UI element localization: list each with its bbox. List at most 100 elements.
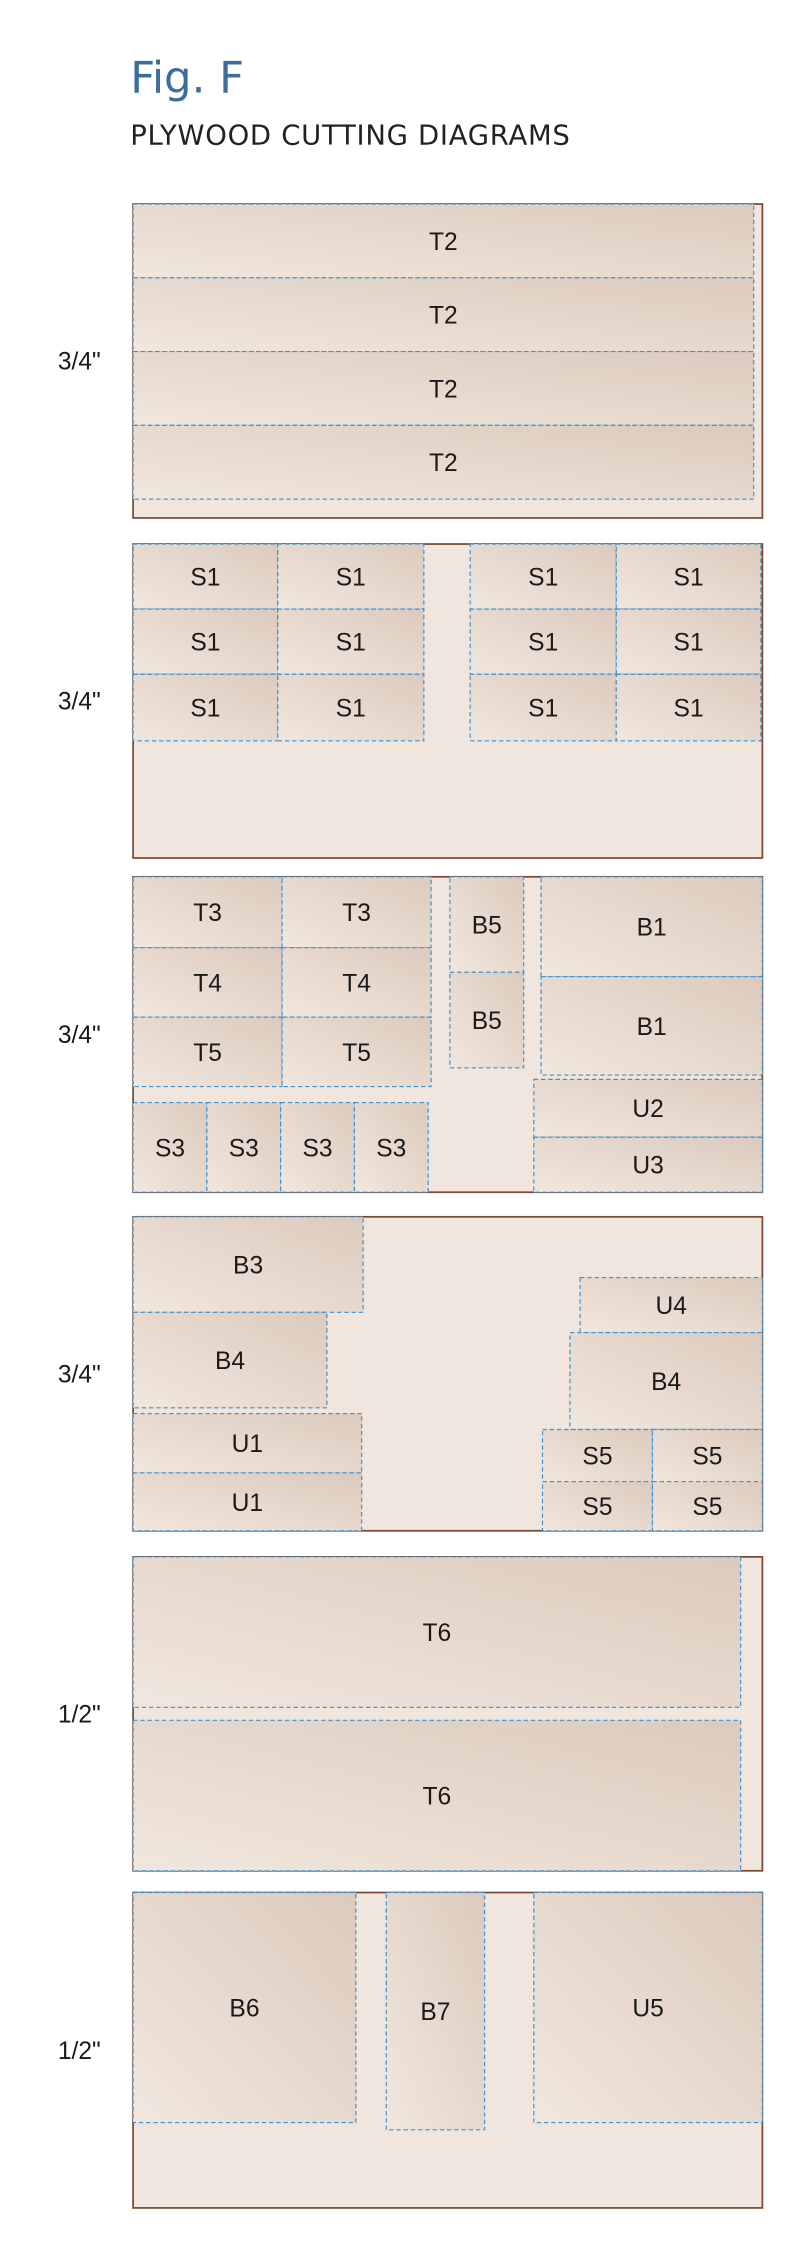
piece-outline [353,1101,429,1193]
cut-piece: S3 [132,1101,208,1193]
cut-piece: T3 [132,876,283,949]
cut-piece: T2 [132,277,755,353]
piece-label: S5 [692,1494,722,1521]
cut-piece: U1 [132,1472,363,1532]
piece-label: B6 [229,1995,259,2022]
piece-label: T4 [193,970,222,997]
piece-label: T2 [429,229,458,256]
sheet-thickness-label: 3/4" [58,349,101,376]
piece-label: S3 [155,1135,185,1162]
piece-outline [651,1428,763,1483]
cut-piece: S1 [469,543,617,610]
cut-piece: B1 [540,976,763,1076]
cut-piece: B1 [540,876,763,978]
cut-piece: S1 [469,608,617,675]
piece-outline [469,608,617,675]
piece-outline [132,1556,742,1708]
piece-label: U2 [632,1096,663,1123]
piece-outline [651,1481,763,1532]
piece-outline [132,277,755,353]
piece-label: T4 [342,970,371,997]
piece-outline [132,1216,364,1313]
piece-label: B5 [472,1008,502,1035]
cut-piece: B3 [132,1216,364,1313]
piece-label: U5 [632,1995,663,2022]
piece-label: S1 [674,695,704,722]
piece-label: S1 [336,565,366,592]
cut-piece: B6 [132,1891,357,2124]
piece-label: T2 [429,450,458,477]
piece-label: S1 [190,695,220,722]
piece-label: B3 [233,1253,263,1280]
piece-label: S5 [582,1444,612,1471]
piece-outline [132,424,755,500]
piece-label: S5 [582,1494,612,1521]
piece-label: S1 [674,630,704,657]
piece-outline [132,1311,328,1409]
piece-outline [277,543,425,610]
cut-piece: U3 [533,1136,763,1193]
piece-outline [615,608,762,675]
piece-label: B1 [637,1014,667,1041]
piece-outline [132,543,279,610]
cut-piece: B4 [569,1331,763,1431]
figure-label: Fig. F [130,54,244,104]
piece-outline [281,1016,432,1088]
piece-label: T5 [193,1040,222,1067]
cut-piece: S5 [651,1428,763,1483]
piece-label: S1 [190,630,220,657]
cut-piece: U2 [533,1078,763,1138]
cut-piece: T4 [281,947,432,1018]
cut-piece: S1 [277,543,425,610]
piece-outline [132,876,283,949]
piece-label: B5 [472,913,502,940]
piece-outline [449,971,525,1069]
sheet-thickness-label: 3/4" [58,1022,101,1049]
cut-piece: T5 [281,1016,432,1088]
cut-piece: S1 [615,543,762,610]
sheet-thickness-label: 3/4" [58,1361,101,1388]
piece-label: U4 [656,1293,687,1320]
piece-outline [280,1101,356,1193]
cut-piece: S1 [132,608,279,675]
cut-piece: T3 [281,876,432,949]
piece-label: T2 [429,303,458,330]
cut-piece: T2 [132,424,755,500]
sheet-thickness-label: 1/2" [58,1702,101,1729]
cut-piece: T5 [132,1016,283,1088]
piece-label: T2 [429,376,458,403]
piece-label: S1 [528,565,558,592]
piece-label: B7 [420,1999,450,2026]
cut-piece: T2 [132,203,755,279]
piece-outline [132,1016,283,1088]
piece-label: S1 [528,695,558,722]
cut-piece: B7 [385,1891,486,2131]
piece-outline [281,876,432,949]
piece-label: S3 [303,1135,333,1162]
piece-label: T6 [423,1784,452,1811]
piece-label: S1 [528,630,558,657]
cut-piece: B4 [132,1311,328,1409]
piece-outline [132,203,755,279]
piece-outline [132,351,755,426]
piece-label: S3 [229,1135,259,1162]
piece-label: T5 [342,1040,371,1067]
cut-piece: U4 [579,1277,763,1334]
piece-outline [541,1428,654,1483]
cut-piece: S1 [132,543,279,610]
piece-label: S1 [674,565,704,592]
piece-outline [132,947,283,1018]
piece-outline [132,1719,742,1872]
cut-piece: T6 [132,1556,742,1708]
piece-outline [469,673,617,742]
cut-piece: S1 [132,673,279,742]
cut-piece: B5 [449,971,525,1069]
plywood-sheet: 1/2" B6 B7 U5 [58,1891,764,2209]
piece-label: S1 [190,565,220,592]
sheet-thickness-label: 1/2" [58,2038,101,2065]
piece-label: T6 [423,1620,452,1647]
